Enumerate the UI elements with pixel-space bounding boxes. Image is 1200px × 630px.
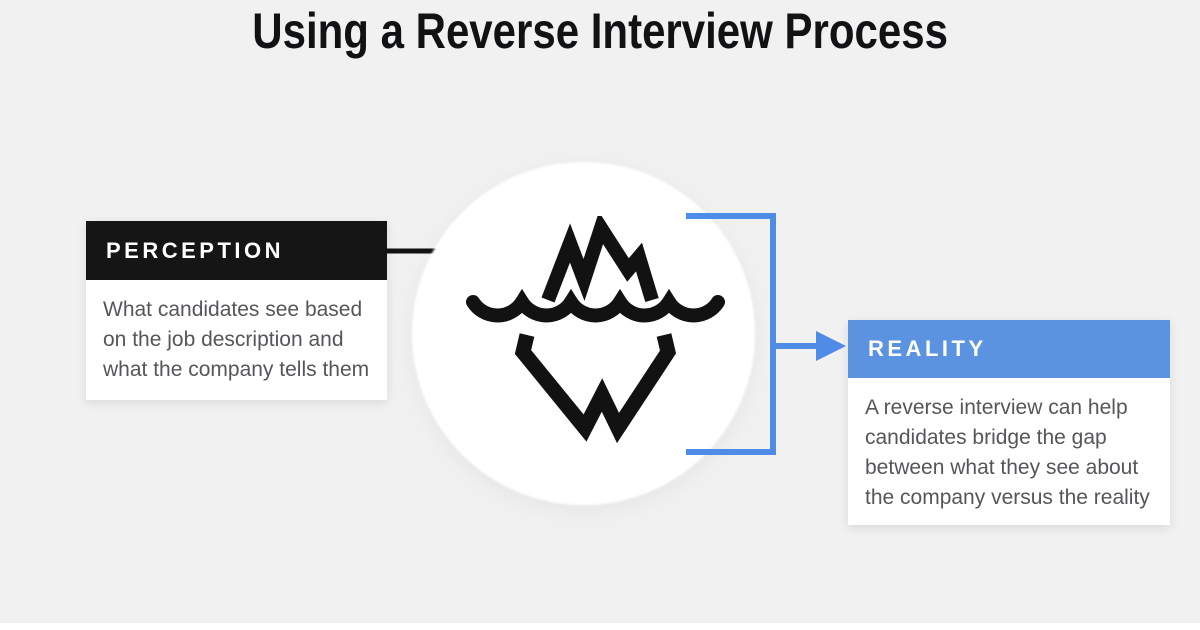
page-title: Using a Reverse Interview Process (0, 2, 1200, 60)
iceberg-icon (466, 216, 725, 444)
reality-card-header: REALITY (848, 320, 1170, 378)
iceberg-circle-background (412, 162, 755, 505)
blue-bracket-right-arrow-icon (686, 213, 846, 455)
perception-card: PERCEPTION What candidates see based on … (86, 221, 387, 400)
perception-card-body: What candidates see based on the job des… (86, 280, 387, 400)
perception-card-header: PERCEPTION (86, 221, 387, 280)
perception-card-header-label: PERCEPTION (106, 237, 285, 263)
page-title-text: Using a Reverse Interview Process (252, 3, 948, 59)
reality-card-body: A reverse interview can help candidates … (848, 378, 1170, 525)
reality-card: REALITY A reverse interview can help can… (848, 320, 1170, 525)
reality-card-header-label: REALITY (868, 336, 987, 361)
bottom-white-strip (0, 623, 1200, 630)
